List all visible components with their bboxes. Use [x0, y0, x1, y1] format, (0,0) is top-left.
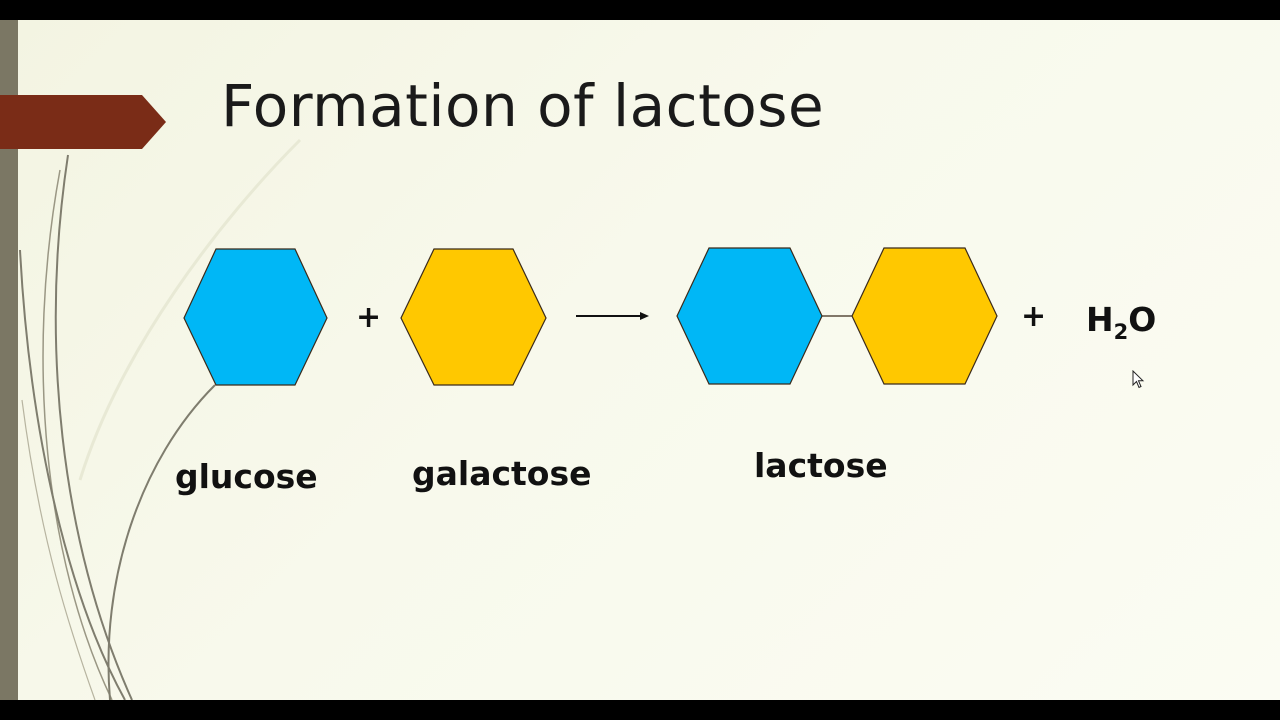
glucose-hexagon: [183, 248, 328, 386]
plus-sign: +: [1021, 299, 1047, 334]
slide-title: Formation of lactose: [221, 72, 825, 140]
formula-h: H: [1086, 300, 1114, 339]
decorative-swooshes: [19, 138, 302, 700]
lactose-label: lactose: [754, 446, 888, 485]
galactose-label: galactose: [412, 454, 592, 493]
lactose-reaction-diagram: [183, 247, 998, 386]
slide: Formation of lactose + + H2O glucose gal…: [0, 20, 1280, 700]
glucose-label: glucose: [175, 457, 318, 496]
formula-subscript: 2: [1113, 320, 1129, 344]
plus-sign: +: [356, 300, 382, 335]
arrow-right-icon: [576, 312, 649, 320]
lactose-galactose-hexagon: [851, 247, 998, 385]
left-edge-bar: [0, 20, 18, 700]
title-banner-arrow: [0, 95, 166, 149]
mouse-cursor-icon: [1132, 370, 1145, 389]
formula-o: O: [1128, 300, 1157, 339]
galactose-hexagon: [400, 248, 547, 386]
lactose-glucose-hexagon: [676, 247, 823, 385]
water-formula: H2O: [1086, 300, 1156, 344]
